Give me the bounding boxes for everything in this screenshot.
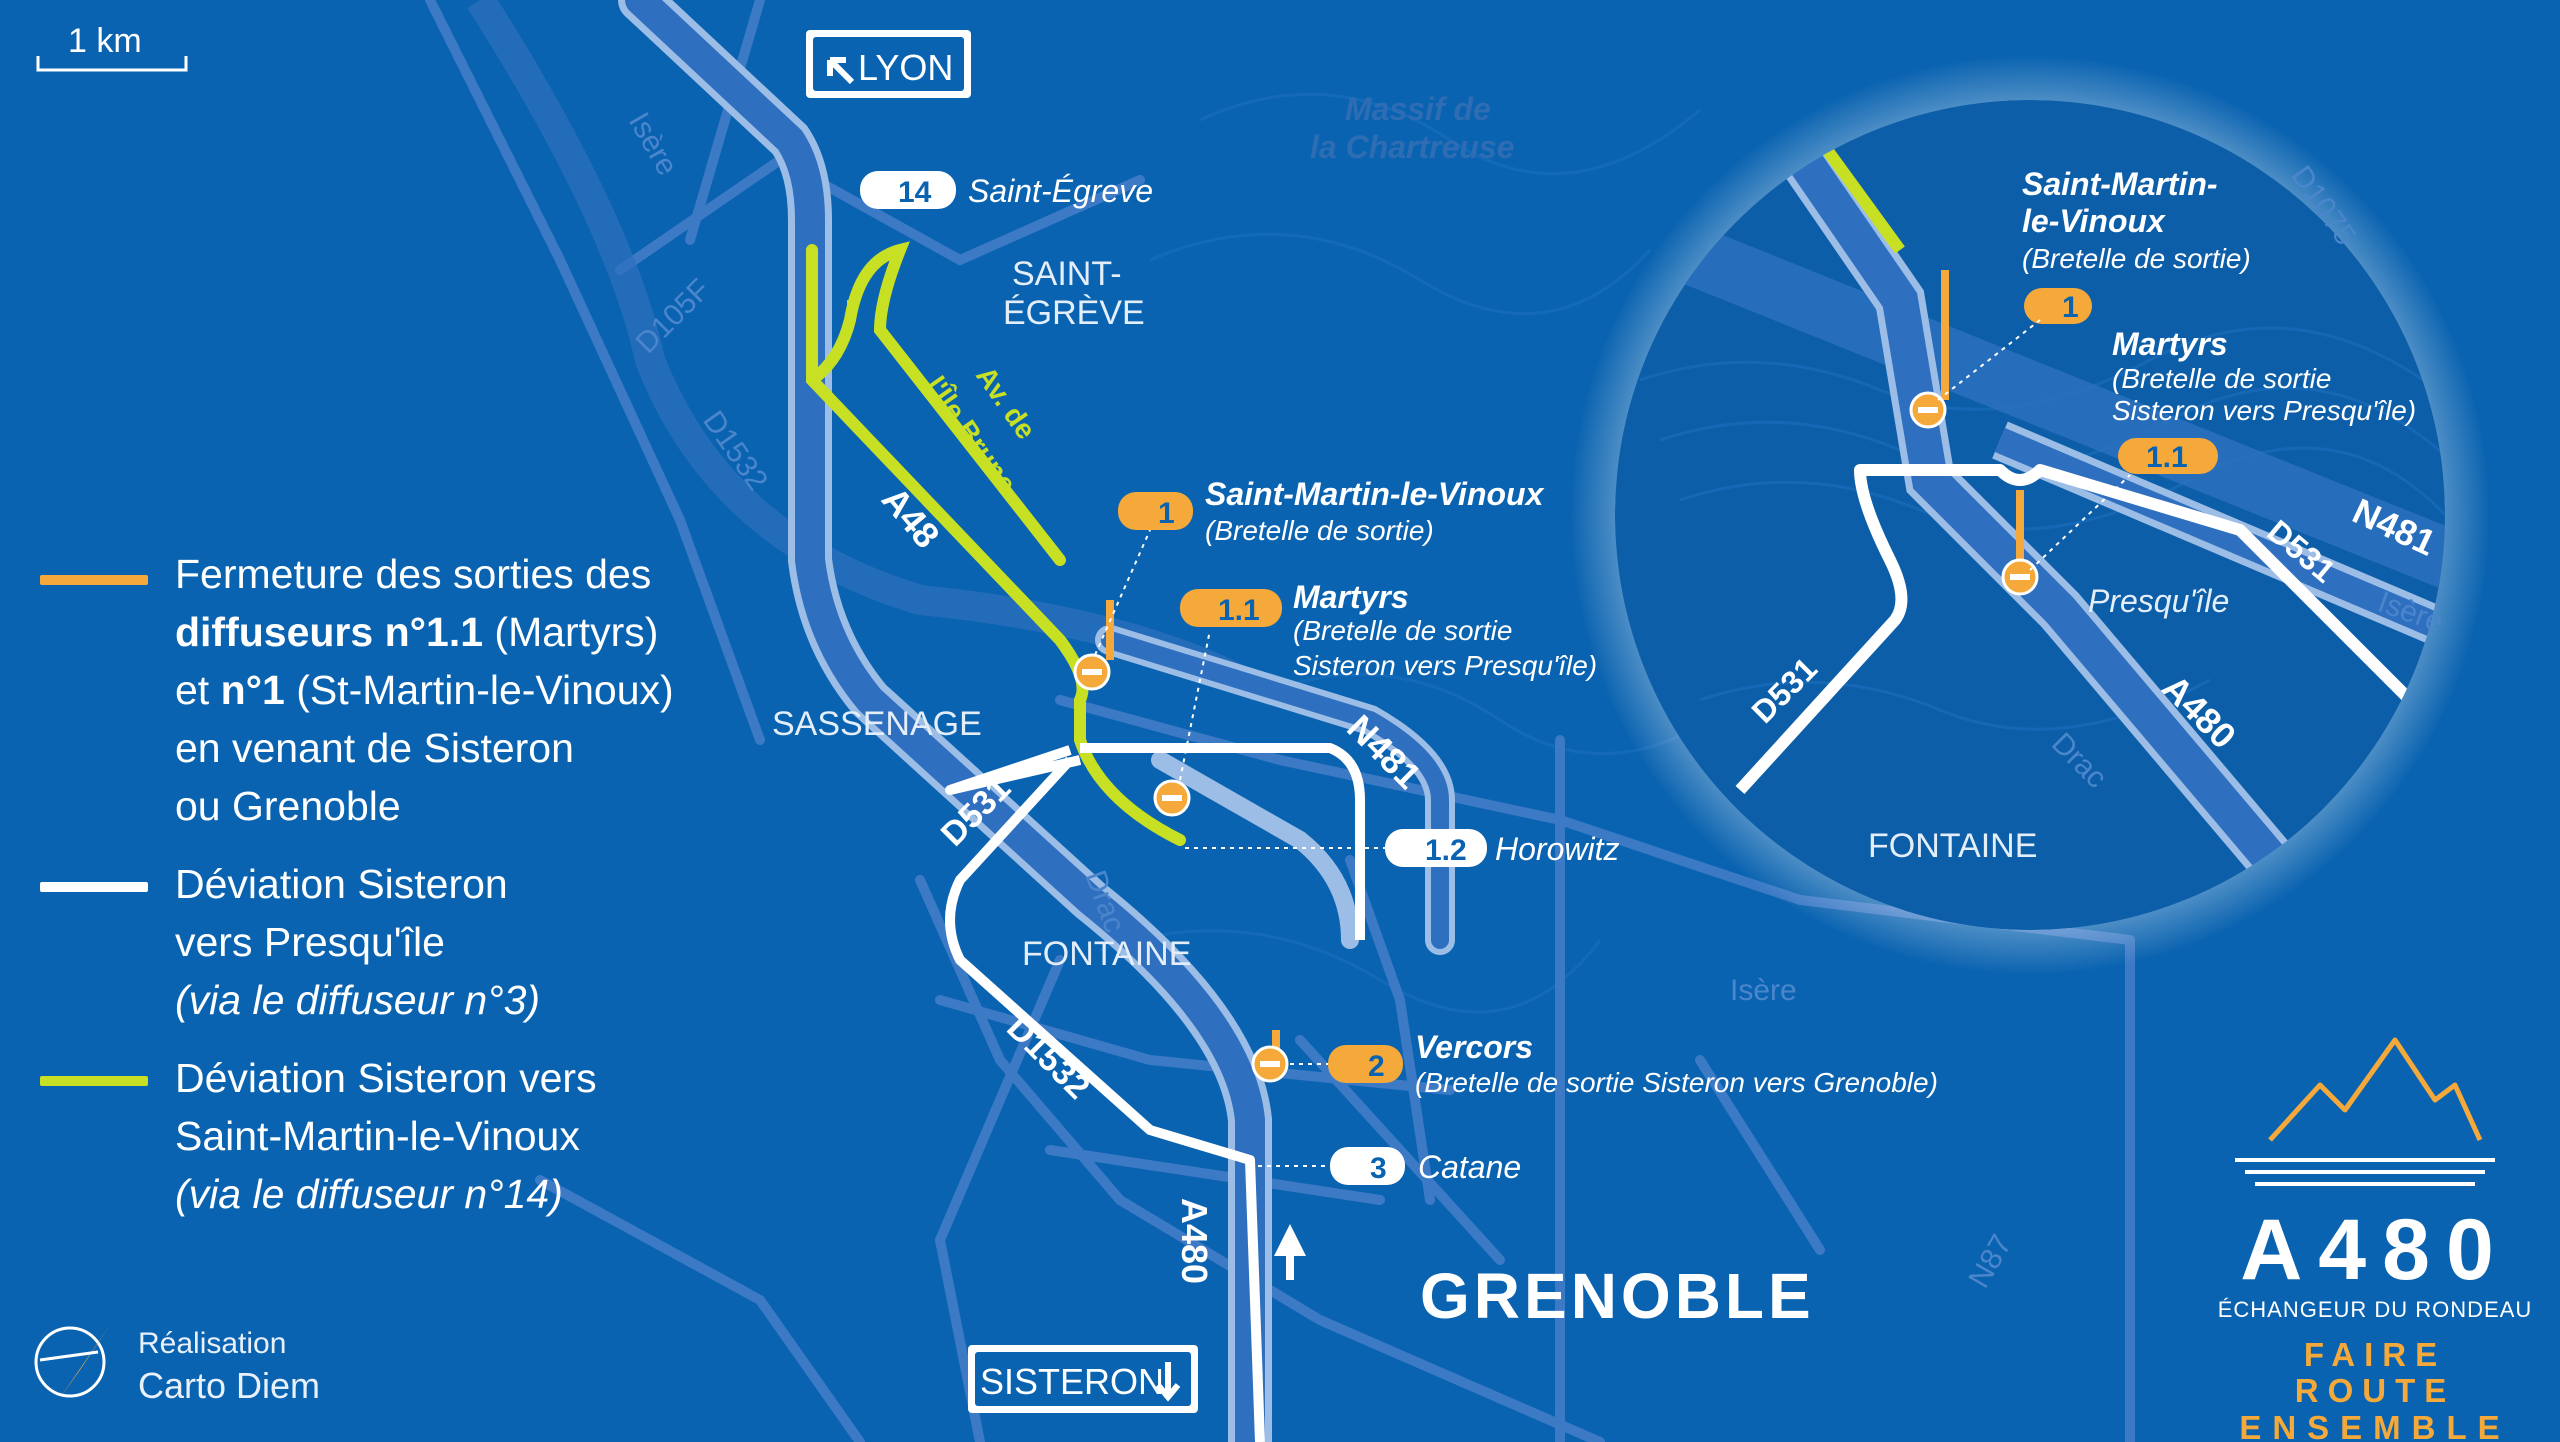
grenoble-label: GRENOBLE bbox=[1420, 1260, 1815, 1332]
inset-exit1-name-2: le-Vinoux bbox=[2022, 203, 2166, 239]
legend-white-swatch bbox=[40, 882, 148, 892]
exit-1-number: 1 bbox=[1158, 497, 1175, 530]
saint-egreve-label-2: ÉGRÈVE bbox=[1003, 294, 1145, 332]
legend-green-text-2: Saint-Martin-le-Vinoux bbox=[175, 1113, 580, 1159]
brand-title: A480 bbox=[2240, 1202, 2510, 1298]
legend-white-detour: Déviation Sisteron vers Presqu'île (via … bbox=[40, 855, 740, 1029]
legend-white-text-1: Déviation Sisteron bbox=[175, 861, 508, 907]
exit-2-number: 2 bbox=[1368, 1050, 1385, 1083]
sign-sisteron-label: SISTERON bbox=[980, 1361, 1164, 1402]
white-detour bbox=[945, 743, 1365, 1442]
brand-block: A480 ÉCHANGEUR DU RONDEAU FAIRE ROUTE EN… bbox=[2215, 1035, 2535, 1442]
massif-label: Massif de bbox=[1345, 91, 1491, 127]
green-detour bbox=[806, 241, 1186, 846]
saint-egreve-label: SAINT- bbox=[1012, 255, 1122, 293]
legend-closure-text-3: et n°1 (St-Martin-le-Vinoux) bbox=[175, 667, 674, 713]
exit-14-name: Saint-Égreve bbox=[968, 173, 1153, 209]
a48-label: A48 bbox=[874, 479, 948, 556]
legend-closure-text-4: en venant de Sisteron bbox=[175, 725, 574, 771]
exit-1-name: Saint-Martin-le-Vinoux bbox=[1205, 476, 1545, 512]
exit-1-detail: (Bretelle de sortie) bbox=[1205, 515, 1434, 546]
scale-bar bbox=[36, 56, 188, 72]
n87-label: N87 bbox=[1962, 1229, 2018, 1293]
a480-label: A480 bbox=[1174, 1198, 1215, 1284]
closures bbox=[1073, 600, 1289, 1083]
inset-exit11-detail-2: Sisteron vers Presqu'île) bbox=[2112, 395, 2416, 426]
exit-1-1-detail-2: Sisteron vers Presqu'île) bbox=[1293, 650, 1597, 681]
legend-closure-text-1: Fermeture des sorties des bbox=[175, 551, 652, 597]
legend-green-detour: Déviation Sisteron vers Saint-Martin-le-… bbox=[40, 1049, 740, 1223]
exit-3-name: Catane bbox=[1418, 1149, 1521, 1185]
legend-green-text-1: Déviation Sisteron vers bbox=[175, 1055, 597, 1101]
credit-name: Carto Diem bbox=[138, 1365, 321, 1406]
legend: Fermeture des sorties des diffuseurs n°1… bbox=[40, 545, 740, 1243]
scale-label: 1 km bbox=[68, 22, 142, 60]
exit-2-detail: (Bretelle de sortie Sisteron vers Grenob… bbox=[1415, 1067, 1938, 1098]
brand-slogan-1: FAIRE ROUTE bbox=[2294, 1336, 2456, 1409]
sign-lyon-label: LYON bbox=[858, 47, 953, 88]
exit-1-2-number: 1.2 bbox=[1425, 834, 1467, 867]
inset-exit1-detail: (Bretelle de sortie) bbox=[2022, 243, 2251, 274]
exit-14-number: 14 bbox=[898, 176, 932, 209]
inset-fontaine-label: FONTAINE bbox=[1868, 827, 2037, 865]
exit-2-name: Vercors bbox=[1415, 1029, 1533, 1065]
legend-closure-text-5: ou Grenoble bbox=[175, 783, 401, 829]
isere-north-label: Isère bbox=[622, 107, 684, 181]
compass-icon bbox=[34, 1325, 110, 1398]
inset-exit1-name: Saint-Martin- bbox=[2022, 166, 2218, 202]
legend-white-text-3: (via le diffuseur n°3) bbox=[175, 977, 541, 1023]
fontaine-label: FONTAINE bbox=[1022, 935, 1191, 973]
terrain bbox=[1099, 92, 1751, 1014]
inset-presquile-label: Presqu'île bbox=[2088, 583, 2229, 619]
exit-1-2-name: Horowitz bbox=[1495, 831, 1619, 867]
legend-green-text-3: (via le diffuseur n°14) bbox=[175, 1171, 563, 1217]
exit-3-number: 3 bbox=[1370, 1152, 1387, 1185]
legend-green-swatch bbox=[40, 1076, 148, 1086]
inset-exit1-badge: 1 bbox=[2062, 291, 2079, 324]
sassenage-label: SASSENAGE bbox=[772, 705, 982, 743]
brand-subtitle: ÉCHANGEUR DU RONDEAU bbox=[2217, 1297, 2533, 1322]
inset-exit11-name: Martyrs bbox=[2112, 326, 2228, 362]
massif-label-2: la Chartreuse bbox=[1310, 129, 1515, 165]
exit-badges bbox=[860, 171, 1487, 1185]
exit-1-1-name: Martyrs bbox=[1293, 579, 1409, 615]
inset-exit11-detail: (Bretelle de sortie bbox=[2112, 363, 2331, 394]
credit-label: Réalisation bbox=[138, 1327, 287, 1360]
highway-a480 bbox=[618, 0, 1455, 1442]
road-network bbox=[425, 0, 2135, 1442]
exit-1-1-number: 1.1 bbox=[1218, 594, 1260, 627]
inset-exit11-badge: 1.1 bbox=[2146, 441, 2188, 474]
exit-1-1-detail: (Bretelle de sortie bbox=[1293, 615, 1512, 646]
inset-map bbox=[1615, 100, 2445, 930]
legend-closure-text-2: diffuseurs n°1.1 (Martyrs) bbox=[175, 609, 659, 655]
legend-closure-swatch bbox=[40, 575, 148, 585]
legend-closure: Fermeture des sorties des diffuseurs n°1… bbox=[40, 545, 740, 835]
brand-logo bbox=[2268, 1037, 2483, 1142]
legend-white-text-2: vers Presqu'île bbox=[175, 919, 445, 965]
brand-stripes bbox=[2235, 1158, 2495, 1186]
brand-slogan-2: ENSEMBLE bbox=[2239, 1409, 2511, 1442]
isere-south-label: Isère bbox=[1730, 974, 1797, 1007]
isere-river bbox=[467, 0, 1247, 694]
sign-lyon[interactable] bbox=[806, 30, 971, 98]
leaders bbox=[1094, 529, 1390, 1167]
sign-sisteron[interactable] bbox=[968, 1345, 1198, 1413]
